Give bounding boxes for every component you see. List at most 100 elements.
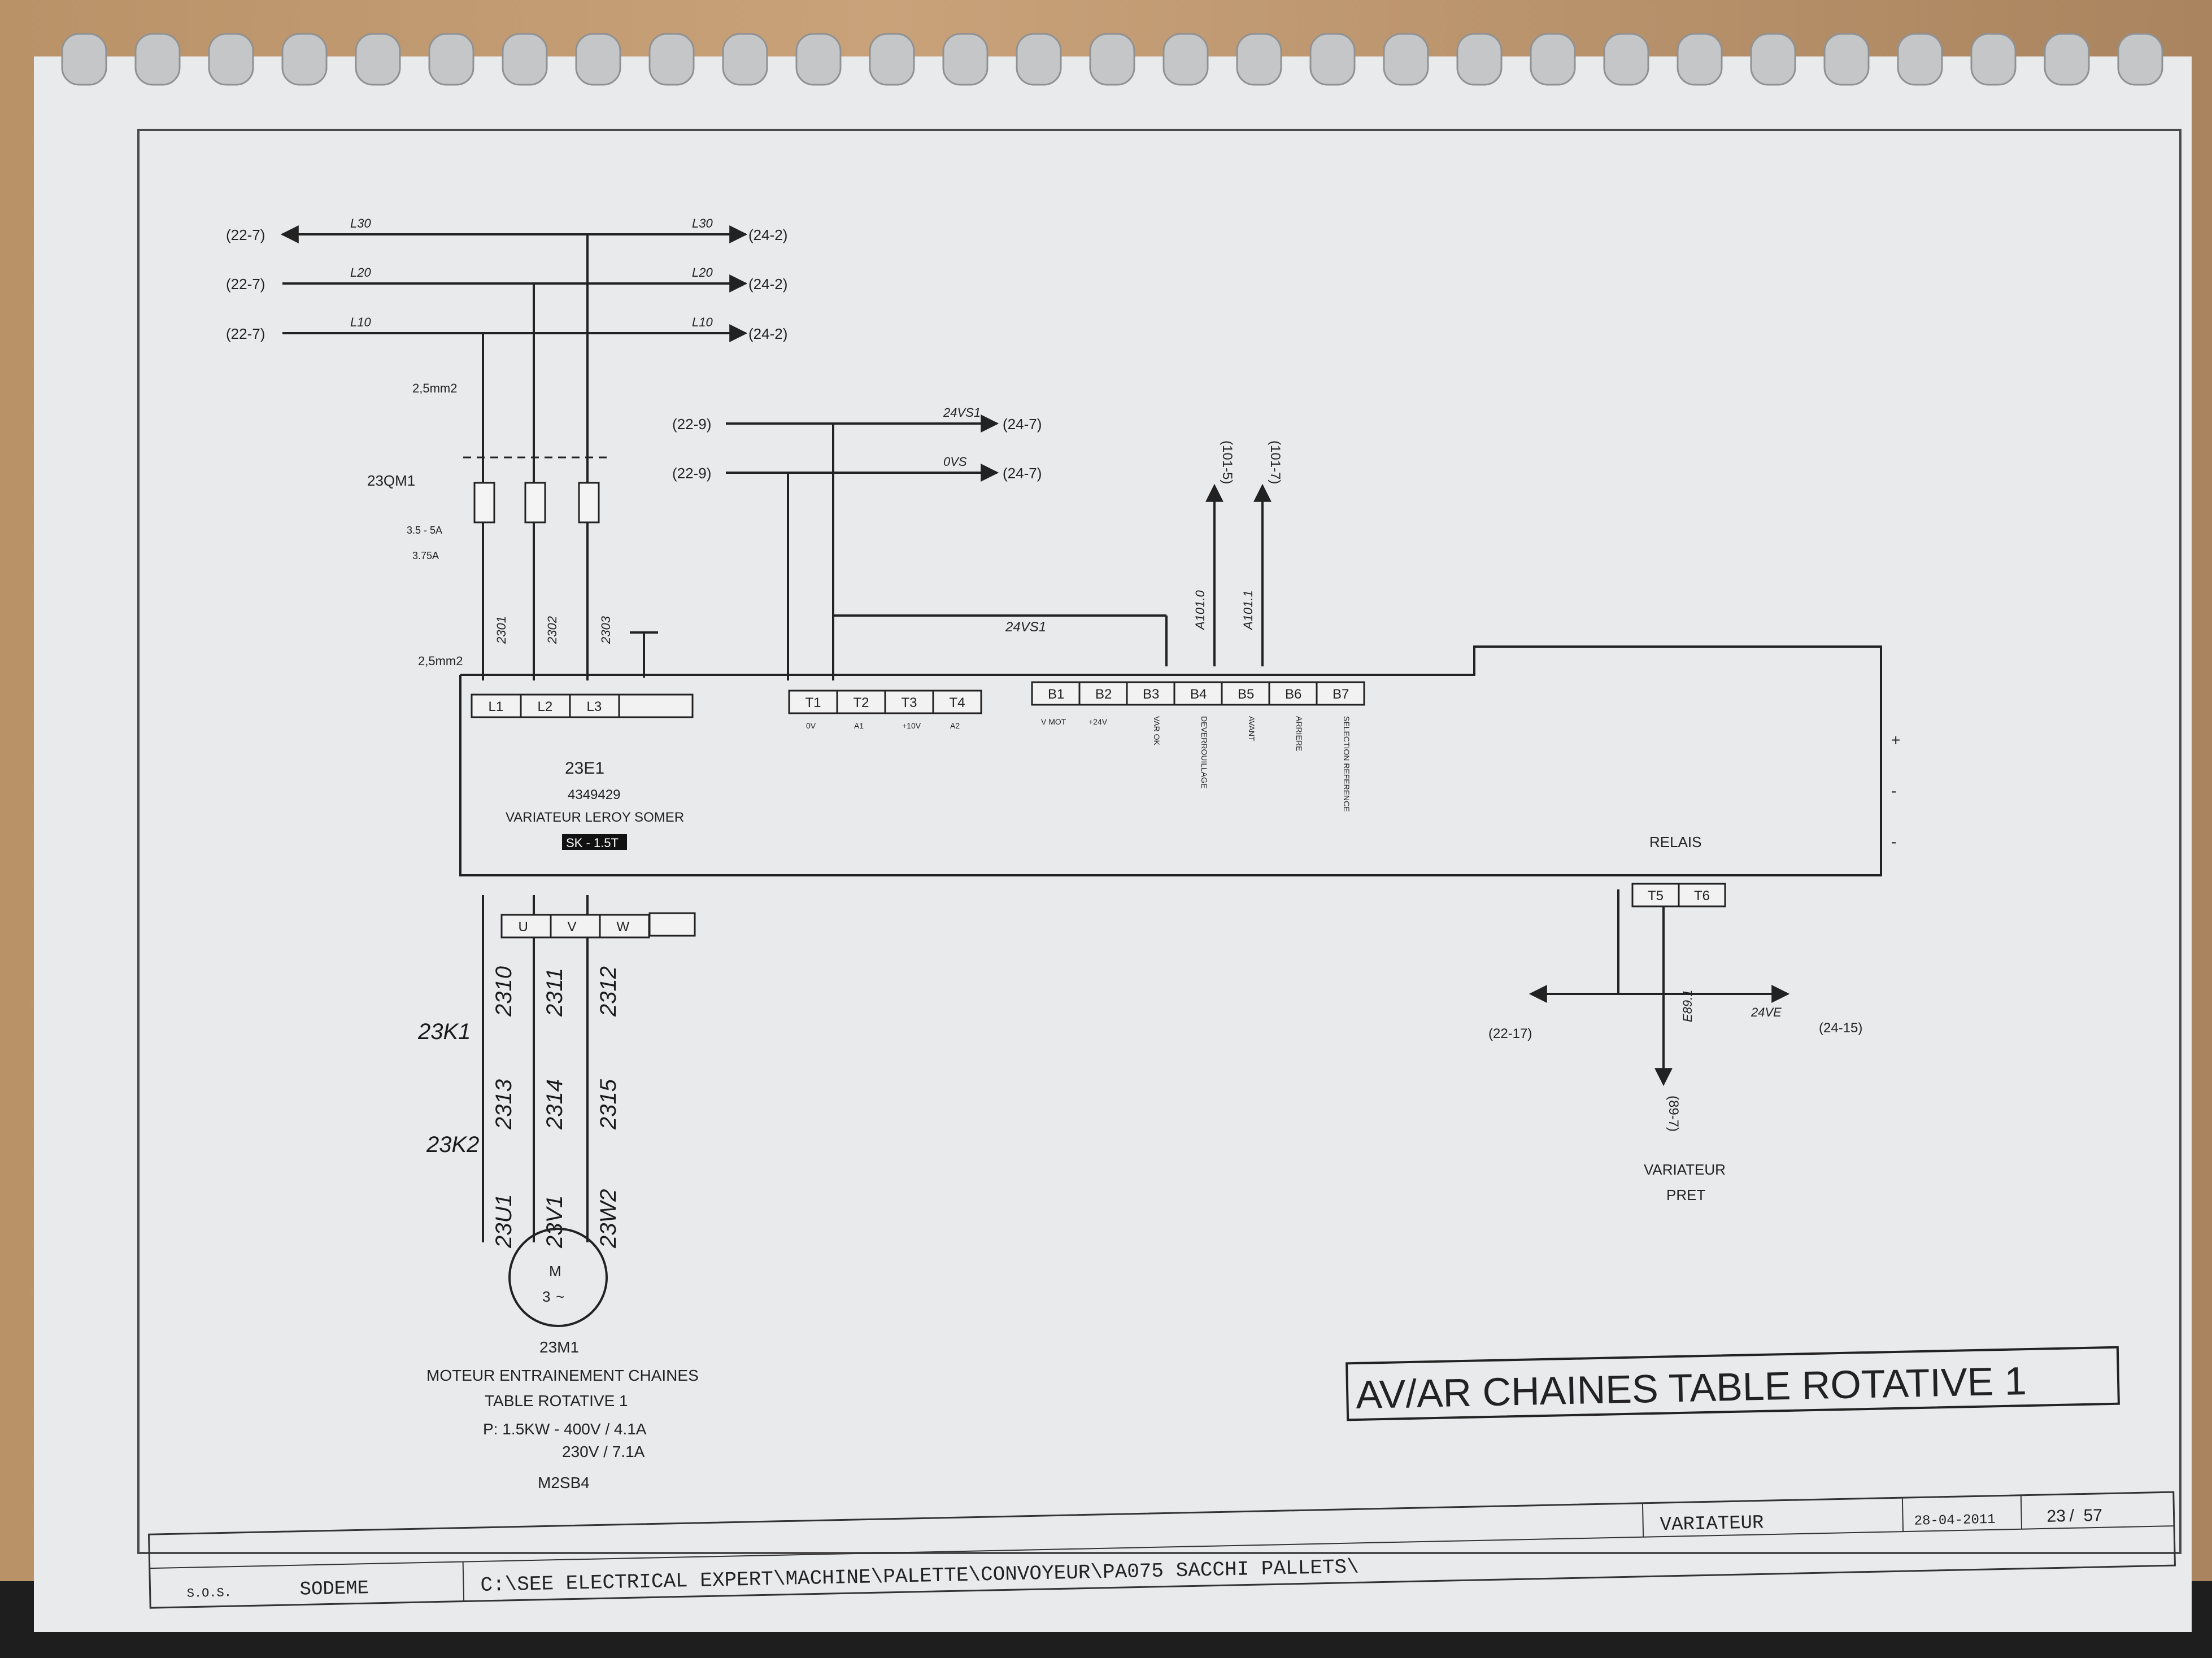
drive-name: VARIATEUR LEROY SOMER bbox=[506, 810, 684, 825]
binder-ring bbox=[281, 33, 328, 86]
top-line-label-left: L20 bbox=[350, 265, 371, 280]
relay-terminal: T5 bbox=[1631, 883, 1680, 907]
svg-text:V: V bbox=[568, 919, 577, 935]
svg-text:U: U bbox=[519, 919, 528, 935]
svg-text:T5: T5 bbox=[1648, 888, 1664, 904]
wire-number: 2302 bbox=[545, 616, 559, 644]
power-terminal: L2 bbox=[520, 693, 571, 718]
vertical-ref: (101-7) bbox=[1268, 440, 1283, 484]
binder-ring bbox=[2044, 33, 2090, 86]
earth-terminal bbox=[618, 693, 694, 718]
binder-ring bbox=[1236, 33, 1282, 86]
handwritten-wire: 23W2 bbox=[596, 1189, 621, 1249]
digital-terminal-sub: AVANT bbox=[1247, 716, 1256, 741]
link-label: 24VS1 bbox=[1005, 619, 1046, 635]
side-mark: - bbox=[1891, 782, 1896, 800]
relay-wire: E89.1 bbox=[1680, 990, 1695, 1023]
breaker-23QM1 bbox=[473, 482, 600, 523]
motor-desc-1: MOTEUR ENTRAINEMENT CHAINES bbox=[426, 1367, 699, 1384]
binder-ring bbox=[428, 33, 474, 86]
svg-text:L2: L2 bbox=[538, 699, 553, 714]
binder-rings bbox=[61, 33, 2163, 86]
handwritten-wire: 23U1 bbox=[491, 1194, 516, 1249]
digital-terminal: B1 bbox=[1031, 681, 1081, 706]
relay-caption-2: PRET bbox=[1666, 1186, 1705, 1203]
motor-tilde: ~ bbox=[556, 1288, 564, 1305]
binder-ring bbox=[208, 33, 254, 86]
digital-terminal-sub: ARRIERE bbox=[1295, 716, 1304, 751]
digital-terminal-sub: VAR OK bbox=[1152, 716, 1161, 746]
vertical-wire: A101.0 bbox=[1193, 590, 1207, 631]
signal-in-ref: (22-9) bbox=[672, 465, 711, 482]
svg-text:T2: T2 bbox=[854, 695, 869, 710]
digital-terminal: B6 bbox=[1268, 681, 1318, 706]
binder-ring bbox=[355, 33, 401, 86]
handwritten-contactor: 23K1 bbox=[417, 1019, 471, 1044]
analog-terminal-sub: A1 bbox=[854, 721, 864, 730]
tb-section: VARIATEUR bbox=[1660, 1512, 1763, 1536]
top-line-out-ref: (24-2) bbox=[748, 226, 787, 243]
drive-model: SK - 1.5T bbox=[566, 836, 619, 850]
title-box bbox=[1346, 1346, 2120, 1421]
binder-ring bbox=[1016, 33, 1062, 86]
output-earth-terminal bbox=[648, 912, 696, 937]
output-terminal: U bbox=[500, 914, 552, 939]
top-line-label-right: L20 bbox=[692, 265, 713, 280]
motor-power-1: P: 1.5KW - 400V / 4.1A bbox=[483, 1420, 647, 1438]
top-line-out-ref: (24-2) bbox=[748, 276, 787, 293]
motor-m: M bbox=[549, 1263, 561, 1280]
wire-number: 2301 bbox=[494, 616, 508, 644]
analog-terminal-sub: A2 bbox=[950, 721, 960, 730]
power-terminal: L1 bbox=[471, 693, 522, 718]
vertical-wire: A101.1 bbox=[1241, 590, 1255, 631]
binder-ring bbox=[134, 33, 181, 86]
relay-line-label: 24VE bbox=[1751, 1005, 1782, 1019]
drawing-frame bbox=[137, 129, 2181, 1554]
top-line-label-right: L30 bbox=[692, 216, 713, 230]
analog-terminal-sub: 0V bbox=[806, 721, 816, 730]
power-terminal: L3 bbox=[569, 693, 620, 718]
top-line-label-right: L10 bbox=[692, 315, 713, 329]
digital-terminal-sub: SELECTION REFERENCE bbox=[1342, 716, 1351, 812]
signal-out-ref: (24-7) bbox=[1003, 416, 1042, 433]
relay-down-ref: (89-7) bbox=[1666, 1096, 1681, 1132]
binder-ring bbox=[795, 33, 842, 86]
side-mark: - bbox=[1891, 833, 1896, 850]
handwritten-contactor: 23K2 bbox=[426, 1132, 479, 1157]
svg-text:T6: T6 bbox=[1694, 888, 1710, 904]
binder-ring bbox=[502, 33, 548, 86]
svg-text:B5: B5 bbox=[1238, 687, 1254, 702]
breaker-setting: 3.75A bbox=[412, 550, 439, 561]
drive-ref: 4349429 bbox=[568, 787, 620, 802]
signal-label: 0VS bbox=[943, 455, 967, 469]
cable-bottom-label: 2,5mm2 bbox=[418, 654, 463, 668]
digital-terminal: B7 bbox=[1316, 681, 1365, 706]
tb-slash: / bbox=[2069, 1507, 2075, 1525]
handwritten-wire: 2311 bbox=[542, 968, 567, 1017]
svg-text:B3: B3 bbox=[1143, 687, 1159, 702]
binder-ring bbox=[722, 33, 768, 86]
handwritten-wire: 2312 bbox=[596, 966, 621, 1017]
binder-ring bbox=[1677, 33, 1723, 86]
wire-number: 2303 bbox=[599, 616, 613, 644]
drive-model-badge bbox=[562, 834, 627, 850]
digital-terminal: B3 bbox=[1126, 681, 1175, 706]
digital-terminal-sub: +24V bbox=[1088, 717, 1108, 726]
top-line-in-ref: (22-7) bbox=[226, 276, 265, 293]
svg-text:L1: L1 bbox=[489, 699, 504, 714]
analog-terminal: T1 bbox=[788, 690, 838, 714]
signal-in-ref: (22-9) bbox=[672, 416, 711, 433]
binder-ring bbox=[1162, 33, 1209, 86]
binder-ring bbox=[1750, 33, 1796, 86]
tb-company-prefix: S.O.S. bbox=[186, 1586, 232, 1601]
binder-ring bbox=[942, 33, 989, 86]
motor-symbol bbox=[508, 1228, 608, 1327]
digital-terminal: B2 bbox=[1078, 681, 1128, 706]
binder-ring bbox=[2117, 33, 2163, 86]
drive-id: 23E1 bbox=[565, 759, 604, 778]
binder-ring bbox=[1530, 33, 1576, 86]
binder-ring bbox=[1456, 33, 1503, 86]
wiring bbox=[280, 225, 1882, 1242]
motor-power-2: 230V / 7.1A bbox=[562, 1443, 645, 1460]
